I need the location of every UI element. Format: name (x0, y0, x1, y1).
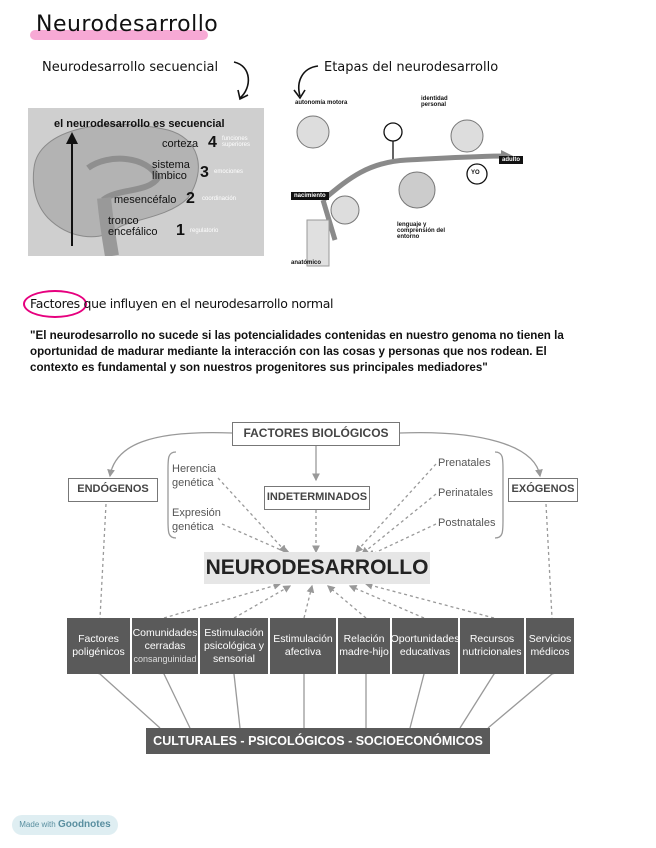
highlight-circle (23, 290, 87, 318)
box-relacion-madre-hijo: Relación madre-hijo (338, 618, 390, 674)
brain-title: el neurodesarrollo es secuencial (54, 118, 225, 130)
box-recursos-nutricionales: Recursos nutricionales (460, 618, 524, 674)
goodnotes-badge: Made with Goodnotes (12, 815, 118, 835)
stage-nacimiento: nacimiento (291, 192, 329, 200)
level-limbico: sistema límbico (152, 159, 190, 182)
factors-diagram-lines (92, 431, 560, 729)
item-postnatales: Postnatales (438, 517, 496, 529)
factores-word: Factores (30, 296, 80, 311)
stage-identidad: identidad personal (421, 96, 448, 108)
label-stages: Etapas del neurodesarrollo (324, 60, 499, 75)
curved-arrow-icon (233, 61, 250, 101)
item-herencia: Herencia genética (172, 463, 217, 489)
quote-text: "El neurodesarrollo no sucede si las pot… (30, 329, 564, 374)
box-estimulacion-psicologica: Estimulación psicológica y sensorial (200, 618, 268, 674)
item-expresion: Expresión genética (172, 507, 221, 533)
factores-rest: que influyen en el neurodesarrollo norma… (79, 296, 334, 311)
level-number: 3 (200, 164, 209, 181)
box-estimulacion-afectiva: Estimulación afectiva (270, 618, 336, 674)
factores-heading: Factores que influyen en el neurodesarro… (30, 296, 334, 311)
level-mesencefalo: mesencéfalo (114, 194, 177, 206)
stage-lenguaje: lenguaje y comprensión del entorno (397, 222, 446, 240)
level-note: emociones (214, 169, 244, 175)
item-perinatales: Perinatales (438, 487, 494, 499)
item-prenatales: Prenatales (438, 457, 491, 469)
level-note: funciones superiores (222, 136, 251, 148)
brain-diagram: el neurodesarrollo es secuencial corteza… (28, 108, 264, 256)
curved-arrow-icon (293, 65, 319, 100)
box-neurodesarrollo: NEURODESARROLLO (204, 552, 430, 584)
level-tronco: tronco encefálico (108, 215, 158, 238)
box-indeterminados: INDETERMINADOS (264, 486, 370, 510)
stage-adulto: adulto (499, 156, 523, 164)
label-sequential: Neurodesarrollo secuencial (42, 60, 219, 75)
page-title: Neurodesarrollo (36, 12, 219, 37)
level-number: 1 (176, 222, 185, 239)
level-note: coordinación (202, 196, 237, 202)
brain-illustration (32, 123, 199, 256)
stage-autonomia: autonomía motora (295, 100, 348, 106)
box-oportunidades-educativas: Oportunidades educativas (391, 618, 459, 674)
stages-illustration (296, 115, 513, 267)
title-highlight (30, 30, 208, 40)
box-exogenos: EXÓGENOS (508, 478, 578, 502)
level-number: 2 (186, 190, 195, 207)
level-corteza: corteza (162, 138, 199, 150)
box-factores-poligenicos: Factores poligénicos (67, 618, 130, 674)
level-note: regulatorio (190, 228, 219, 234)
box-endogenos: ENDÓGENOS (68, 478, 158, 502)
stage-anatomico: anatómico (291, 260, 322, 266)
level-number: 4 (208, 134, 217, 151)
stage-yo: YO (471, 170, 480, 176)
box-culturales: CULTURALES - PSICOLÓGICOS - SOCIOECONÓMI… (146, 728, 490, 754)
box-factores-biologicos: FACTORES BIOLÓGICOS (232, 422, 400, 446)
box-servicios-medicos: Servicios médicos (526, 618, 574, 674)
stages-diagram: autonomía motora identidad personal naci… (287, 90, 539, 270)
